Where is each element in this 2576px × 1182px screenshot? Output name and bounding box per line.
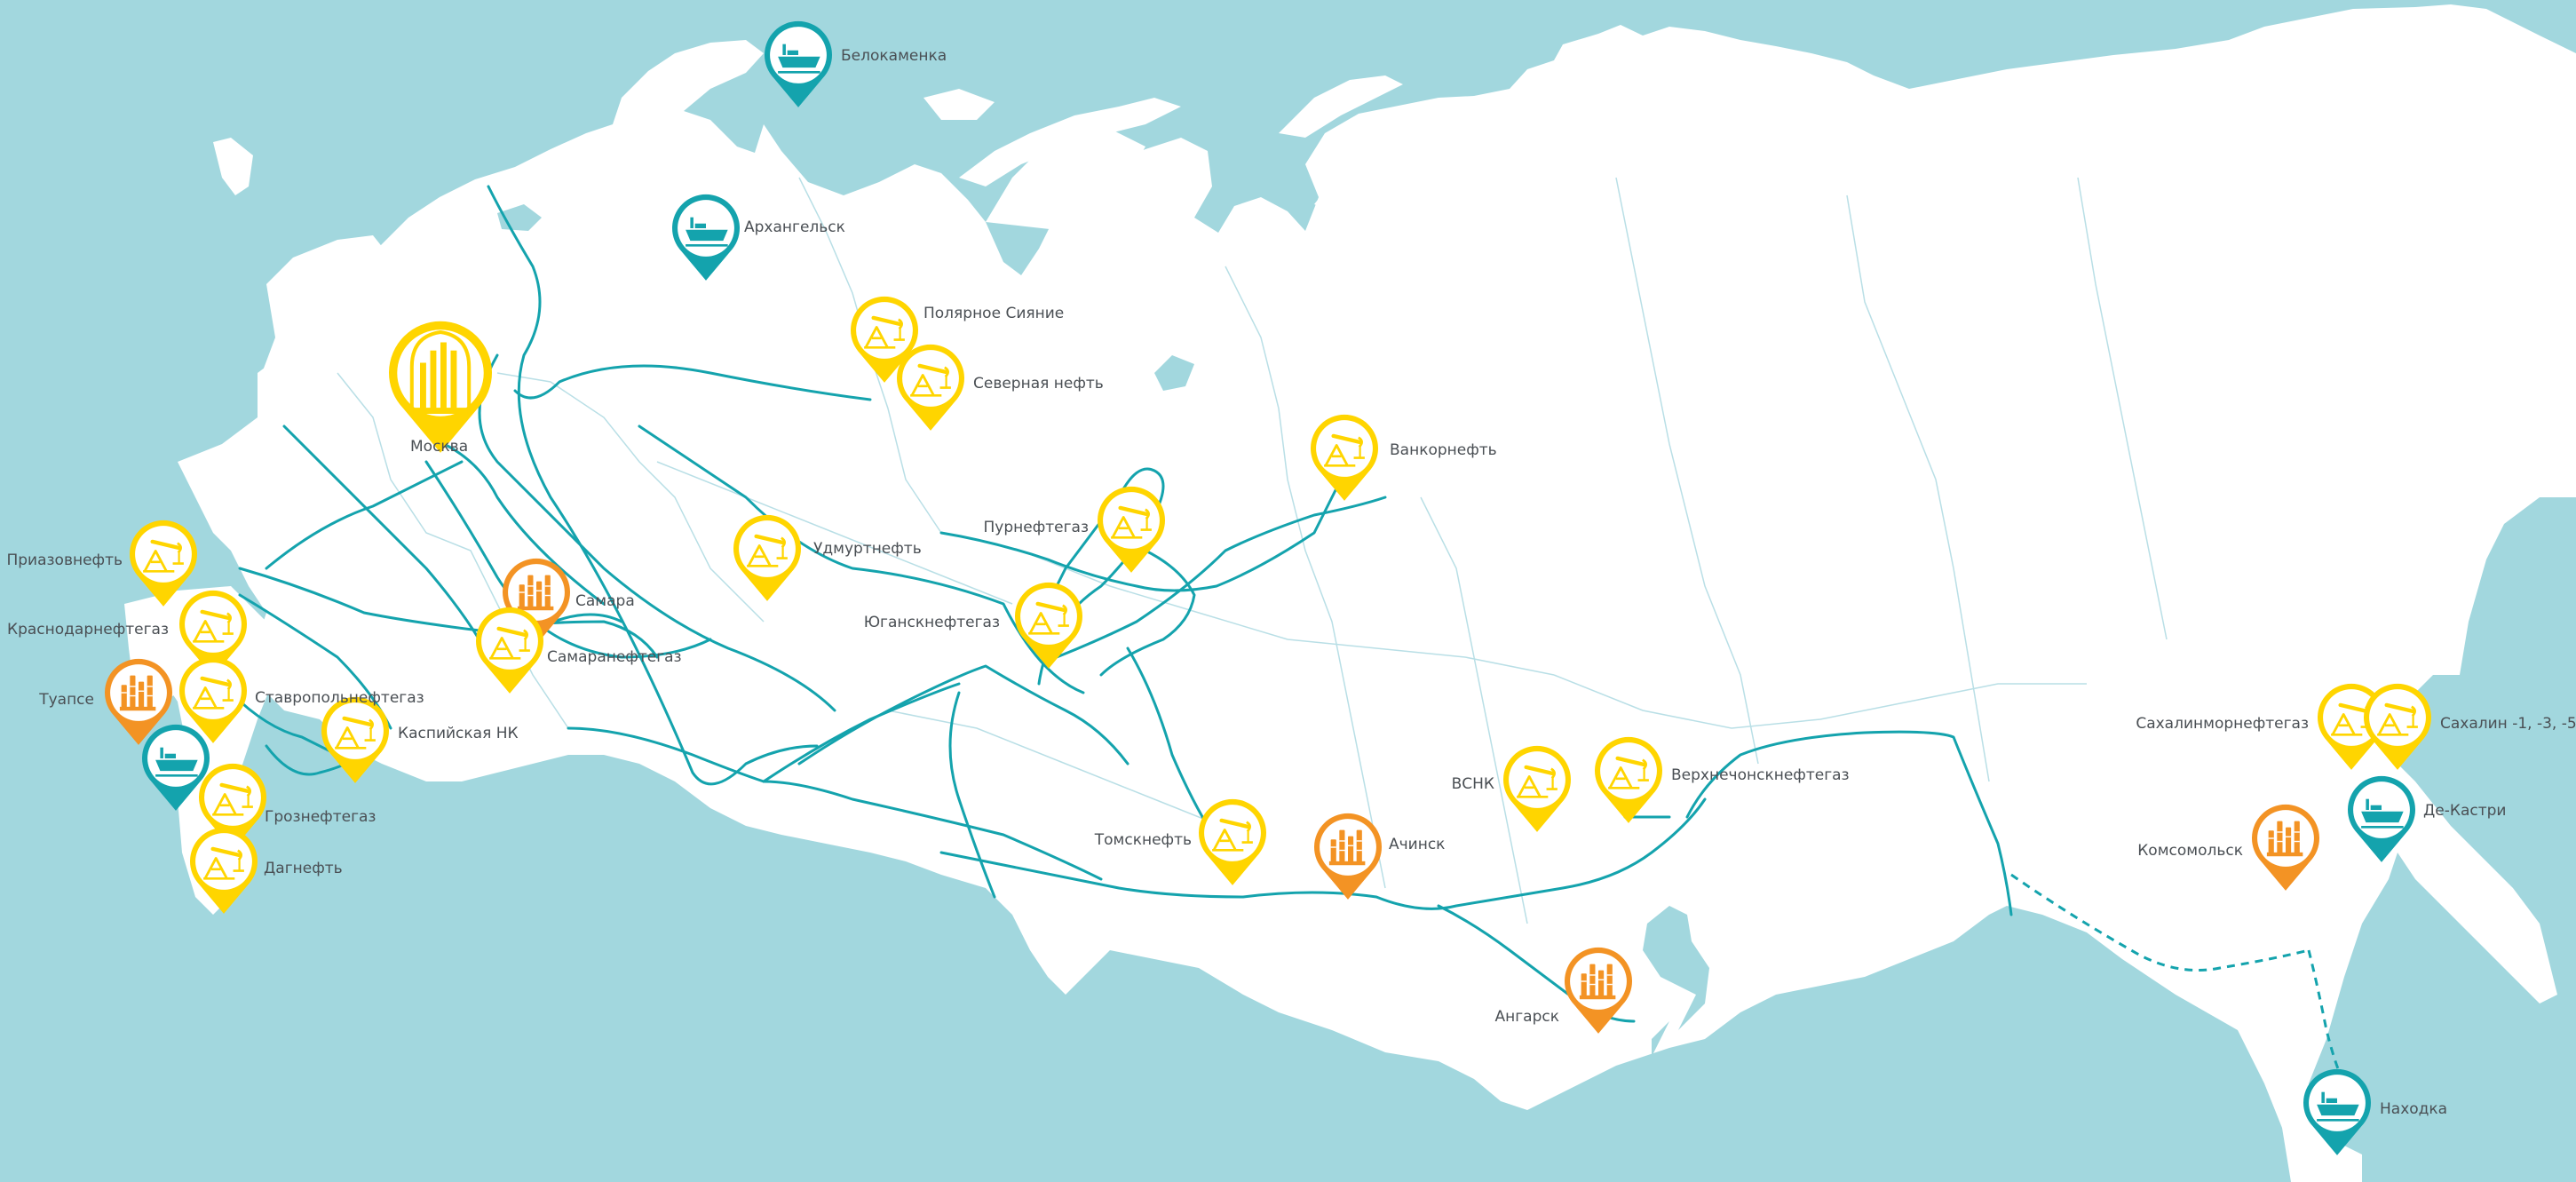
label-vankorneft: Ванкорнефть bbox=[1390, 441, 1497, 459]
label-komsomolsk: Комсомольск bbox=[2137, 842, 2243, 860]
marker-udmurtneft[interactable] bbox=[733, 514, 801, 601]
marker-komsomolsk[interactable] bbox=[2252, 804, 2319, 891]
marker-inner-circle bbox=[185, 662, 242, 719]
label-purneftegaz: Пурнефтегаз bbox=[984, 519, 1090, 536]
marker-krasnodar[interactable] bbox=[179, 590, 247, 677]
marker-tuapse[interactable] bbox=[105, 658, 172, 745]
label-samaraneftegaz: Самаранефтегаз bbox=[547, 648, 682, 666]
label-grozny: Грознефтегаз bbox=[265, 808, 376, 826]
marker-dagneft[interactable] bbox=[190, 827, 258, 914]
label-polyarnoe-siyanie: Полярное Сияние bbox=[923, 305, 1064, 322]
marker-inner-circle bbox=[135, 526, 192, 583]
marker-inner-circle bbox=[1020, 588, 1077, 645]
marker-vankorneft[interactable] bbox=[1311, 414, 1378, 501]
marker-priazovneft[interactable] bbox=[130, 520, 197, 607]
marker-inner-circle bbox=[902, 350, 959, 407]
label-de-kastri: Де-Кастри bbox=[2423, 802, 2506, 820]
marker-angarsk[interactable] bbox=[1565, 947, 1632, 1034]
label-tuapse: Туапсе bbox=[38, 691, 94, 709]
label-sakhalin: Сахалин -1, -3, -5 bbox=[2440, 715, 2576, 733]
label-krasnodar: Краснодарнефтегаз bbox=[7, 621, 169, 639]
marker-purneftegaz[interactable] bbox=[1098, 486, 1165, 573]
markers-layer bbox=[105, 20, 2431, 1155]
marker-inner-circle bbox=[481, 613, 538, 670]
label-dagneft: Дагнефть bbox=[264, 860, 343, 877]
marker-de-kastri[interactable] bbox=[2348, 775, 2415, 862]
marker-inner-circle bbox=[2323, 689, 2380, 746]
marker-achinsk[interactable] bbox=[1314, 813, 1382, 900]
marker-inner-circle bbox=[1600, 742, 1657, 799]
label-stavropol: Ставропольнефтегаз bbox=[255, 689, 424, 707]
marker-stavropol[interactable] bbox=[179, 656, 247, 743]
marker-inner-circle bbox=[856, 302, 913, 359]
label-caspian: Каспийская НК bbox=[398, 725, 519, 742]
label-moskva: Москва bbox=[410, 438, 468, 456]
marker-nakhodka[interactable] bbox=[2303, 1068, 2371, 1155]
marker-sakhalin[interactable] bbox=[2364, 683, 2431, 770]
marker-moskva[interactable] bbox=[389, 321, 492, 453]
marker-verkhnechonsk[interactable] bbox=[1595, 736, 1662, 823]
landmass bbox=[124, 4, 2576, 1182]
label-priazovneft: Приазовнефть bbox=[6, 551, 123, 569]
label-achinsk: Ачинск bbox=[1389, 836, 1445, 853]
label-vsnk: ВСНК bbox=[1452, 775, 1494, 793]
label-sakhalinmorneftegaz: Сахалинморнефтегаз bbox=[2136, 715, 2309, 733]
marker-vsnk[interactable] bbox=[1503, 745, 1571, 832]
marker-inner-circle bbox=[1103, 492, 1160, 549]
label-udmurtneft: Удмуртнефть bbox=[813, 540, 922, 558]
marker-caspian[interactable] bbox=[321, 696, 389, 783]
marker-tuapse-terminal[interactable] bbox=[142, 724, 210, 811]
marker-arkhangelsk[interactable] bbox=[672, 194, 740, 281]
label-arkhangelsk: Архангельск bbox=[744, 218, 845, 236]
marker-inner-circle bbox=[739, 520, 796, 577]
marker-tomskneft[interactable] bbox=[1199, 798, 1266, 885]
label-belokamenka: Белокаменка bbox=[841, 47, 947, 65]
marker-inner-circle bbox=[1316, 420, 1373, 477]
marker-inner-circle bbox=[185, 596, 242, 653]
marker-grozny[interactable] bbox=[199, 763, 266, 850]
marker-samaraneftegaz[interactable] bbox=[476, 607, 543, 694]
marker-inner-circle bbox=[1509, 751, 1565, 808]
label-verkhnechonsk: Верхнечонскнефтегаз bbox=[1671, 766, 1850, 784]
label-nakhodka: Находка bbox=[2380, 1100, 2447, 1118]
label-yugansk: Юганскнефтегаз bbox=[864, 614, 1000, 631]
marker-inner-circle bbox=[2369, 689, 2426, 746]
label-angarsk: Ангарск bbox=[1495, 1008, 1560, 1026]
marker-polyarnoe-siyanie[interactable] bbox=[851, 296, 918, 383]
label-samara: Самара bbox=[575, 592, 635, 610]
marker-inner-circle bbox=[327, 702, 384, 759]
marker-inner-circle bbox=[195, 833, 252, 890]
label-tomskneft: Томскнефть bbox=[1094, 831, 1192, 849]
marker-yugansk[interactable] bbox=[1015, 582, 1082, 669]
planned-pipelines bbox=[2010, 873, 2346, 1084]
lakes bbox=[497, 204, 1709, 1057]
marker-inner-circle bbox=[204, 769, 261, 826]
marker-belokamenka[interactable] bbox=[765, 20, 832, 107]
marker-severnaya-neft[interactable] bbox=[897, 344, 964, 431]
marker-inner-circle bbox=[1204, 805, 1261, 861]
label-severnaya-neft: Северная нефть bbox=[973, 375, 1104, 393]
